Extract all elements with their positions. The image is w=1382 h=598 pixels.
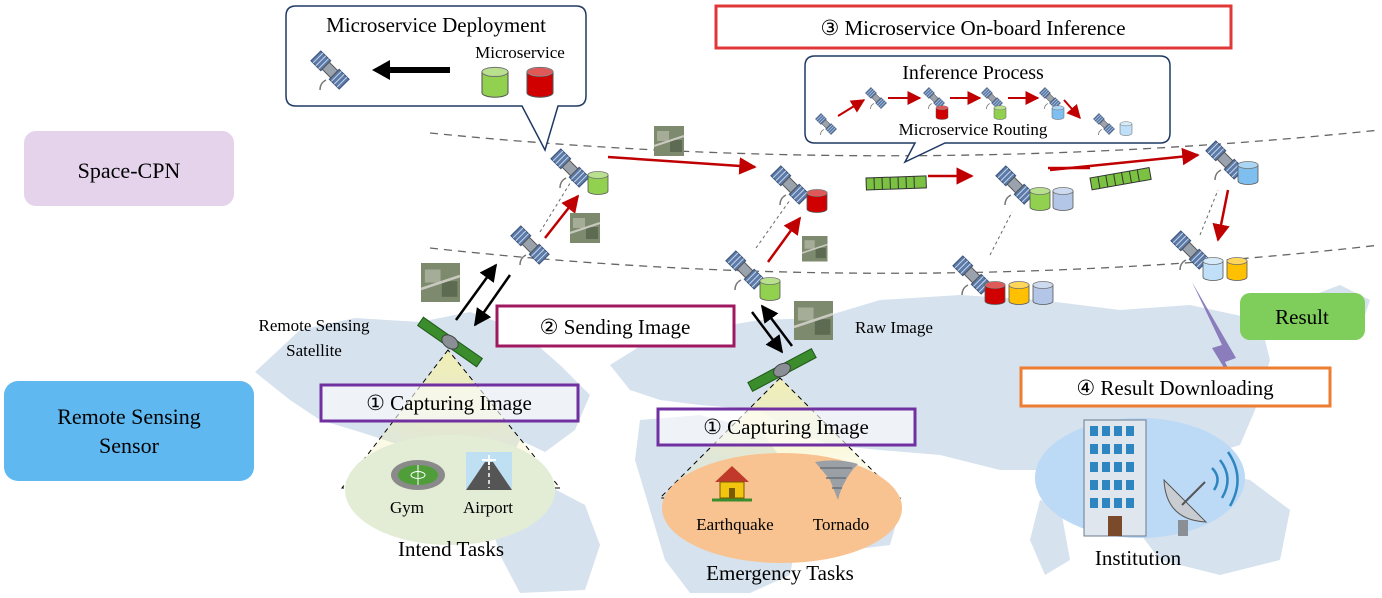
feature-bar-1	[865, 175, 927, 191]
satellite-lower-1	[510, 225, 550, 266]
image-thumb-3	[801, 235, 829, 263]
gym-label: Gym	[390, 498, 424, 517]
cylinder-lower-3-yellow	[1008, 281, 1030, 305]
deployment-callout	[285, 5, 587, 152]
cylinder-upper-2-red	[806, 189, 828, 213]
inference-routing-chain	[815, 87, 1133, 136]
step4-downloading-box	[1019, 366, 1332, 408]
cylinder-lower-4-yellow	[1226, 257, 1248, 281]
raw-image-label: Raw Image	[855, 318, 933, 337]
step2-sending-label: ② Sending Image	[540, 315, 691, 339]
airport-label: Airport	[463, 498, 513, 517]
inference-subtitle: Microservice Routing	[899, 120, 1048, 139]
institution-label: Institution	[1095, 546, 1182, 570]
airport-icon	[466, 452, 512, 490]
earthquake-label: Earthquake	[696, 515, 773, 534]
deployment-subtitle: Microservice	[475, 43, 565, 62]
red-flow-arrows	[544, 147, 1230, 263]
result-box	[1240, 293, 1365, 340]
emergency-tasks-ellipse	[662, 453, 902, 563]
earthquake-icon	[712, 466, 752, 502]
remote-sensing-sensor-box	[4, 381, 254, 481]
deployment-arrowhead	[372, 60, 390, 80]
inter-orbit-links	[539, 179, 1219, 256]
remote-sensing-sensor-label-1: Remote Sensing	[57, 404, 201, 429]
inference-title: Inference Process	[902, 62, 1044, 84]
cylinder-upper-3-lavender	[1052, 187, 1074, 211]
intend-tasks-label: Intend Tasks	[398, 537, 504, 561]
feature-bar-2	[1089, 167, 1152, 191]
satellite-lower-2	[725, 250, 765, 291]
result-label: Result	[1275, 305, 1329, 329]
deployment-cylinder-red	[526, 66, 554, 98]
satellite-upper-3	[995, 165, 1035, 206]
step3-inference-box	[714, 4, 1233, 50]
image-thumb-2	[569, 212, 601, 244]
image-thumb-1	[653, 125, 685, 157]
cylinder-upper-1-green	[587, 171, 609, 195]
rs-satellite-label-1: Remote Sensing	[259, 316, 370, 335]
satellite-dish-icon	[1163, 451, 1239, 536]
cylinder-lower-4-lightblue	[1202, 257, 1224, 281]
deployment-title: Microservice Deployment	[326, 13, 546, 37]
remote-sensing-sensor-label-2: Sensor	[99, 433, 160, 458]
space-cpn-box	[24, 131, 234, 206]
cylinder-lower-3-lavender	[1032, 281, 1054, 305]
uplink-arrows	[454, 263, 793, 354]
step4-downloading-label: ④ Result Downloading	[1076, 376, 1274, 400]
intend-tasks-ellipse	[345, 435, 555, 545]
rs-satellite-label-2: Satellite	[286, 341, 342, 360]
satellite-upper-1	[550, 148, 590, 189]
step2-sending-box	[495, 304, 736, 348]
cylinder-upper-3-green	[1029, 187, 1051, 211]
satellite-upper-2	[770, 165, 810, 206]
gym-icon	[391, 460, 445, 490]
step1-capturing-box-left	[319, 383, 580, 423]
space-cpn-label: Space-CPN	[78, 158, 181, 183]
step1-capturing-box-right	[656, 407, 917, 447]
building-icon	[1083, 419, 1147, 537]
cylinder-lower-3-red	[984, 281, 1006, 305]
emergency-tasks-label: Emergency Tasks	[706, 561, 854, 585]
tornado-label: Tornado	[813, 515, 869, 534]
step3-inference-label: ③ Microservice On-board Inference	[820, 16, 1125, 40]
cylinder-upper-4-blue	[1237, 161, 1259, 185]
step1-capturing-label-left: ① Capturing Image	[366, 391, 532, 415]
image-thumb-4	[419, 261, 462, 304]
step1-capturing-label-right: ① Capturing Image	[703, 415, 869, 439]
cylinder-lower-2-green	[759, 277, 781, 301]
tornado-icon	[815, 460, 858, 500]
inference-callout	[804, 55, 1171, 164]
image-thumb-raw	[792, 299, 835, 342]
deployment-cylinder-green	[481, 66, 509, 98]
